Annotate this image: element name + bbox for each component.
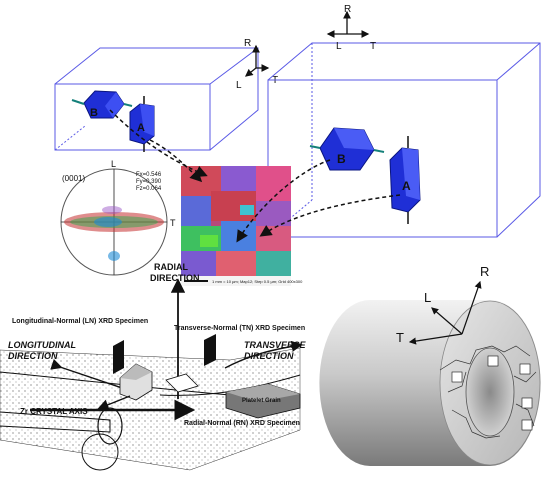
left-crystal-a-label: A (137, 122, 145, 134)
tube-schematic (0, 278, 303, 471)
right-crystal-b (309, 127, 385, 171)
transverse-direction-line1: TRANSVERSE (244, 340, 307, 350)
radial-direction-l2: DIRECTION (150, 273, 200, 283)
rn-specimen-label: Radial-Normal (RN) XRD Specimen (184, 420, 300, 427)
tube-axis-r: R (480, 264, 489, 279)
ebsd-scale-text: 1 mm = 10 µm; Map12; Step 0.5 µm; Grid 4… (212, 279, 303, 284)
platelet-grain-label: Platelet Grain (242, 398, 281, 404)
tube-cross-section (319, 300, 541, 466)
pole-figure-axis-t: T (170, 218, 176, 228)
left-crystal-b (71, 90, 133, 119)
ln-specimen-label: Longitudinal-Normal (LN) XRD Specimen (12, 318, 148, 325)
right-axis-r: R (344, 4, 351, 15)
radial-direction-line1: RADIAL (154, 262, 188, 272)
longitudinal-direction-l2: DIRECTION (8, 351, 58, 361)
right-crystal-b-label: B (337, 152, 346, 166)
tube-axis-t: T (396, 330, 404, 345)
right-crystal-a-label: A (402, 179, 411, 193)
transverse-direction-l2: DIRECTION (244, 351, 294, 361)
left-axis-r: R (244, 38, 251, 49)
pole-figure-axis-l: L (111, 159, 116, 169)
transverse-direction-line2: DIRECTION (244, 351, 294, 361)
radial-direction-line2: DIRECTION (150, 273, 200, 283)
longitudinal-direction-l1: LONGITUDINAL (8, 340, 76, 350)
left-specimen-box (54, 47, 259, 151)
left-crystal-b-label: B (90, 107, 98, 119)
pole-figure-fx: Fx=0.546 (136, 172, 162, 178)
left-axis-triad (244, 44, 270, 77)
tube-axis-l: L (424, 290, 431, 305)
tn-specimen-label: Transverse-Normal (TN) XRD Specimen (174, 325, 305, 332)
pole-figure-fy: Fy=0.390 (136, 179, 162, 185)
left-axis-l: L (236, 80, 242, 91)
ebsd-orientation-map (181, 166, 291, 286)
right-axis-t: T (370, 41, 376, 52)
right-axis-triad (326, 10, 370, 38)
zr-crystal-axis-label: Zr CRYSTAL AXIS (20, 407, 88, 416)
radial-direction-l1: RADIAL (154, 262, 188, 272)
pole-figure-fz: Fz=0.064 (136, 186, 162, 192)
pole-figure-title: (0001) (62, 174, 85, 183)
tube-axis-triad (408, 280, 482, 345)
dashed-connectors (109, 109, 401, 243)
transverse-direction-l1: TRANSVERSE (244, 340, 307, 350)
right-axis-l: L (336, 41, 342, 52)
longitudinal-direction-line1: LONGITUDINAL (8, 340, 76, 350)
pole-figure (60, 168, 168, 276)
longitudinal-direction-line2: DIRECTION (8, 351, 58, 361)
